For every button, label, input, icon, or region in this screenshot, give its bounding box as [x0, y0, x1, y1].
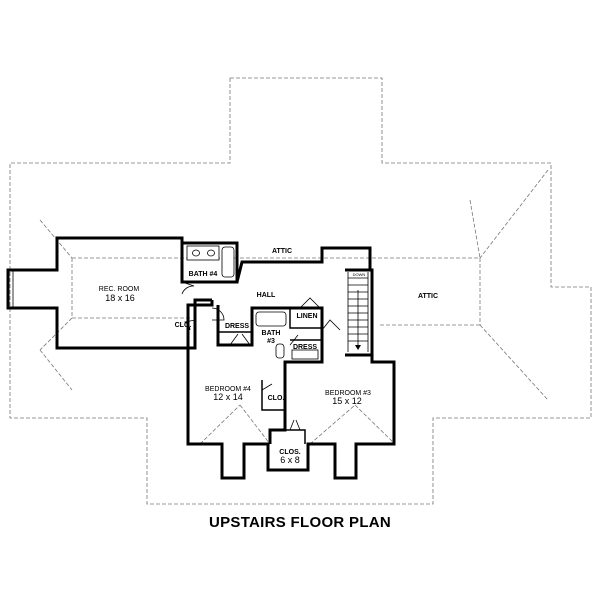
rec-room-label: REC. ROOM — [99, 286, 140, 293]
rec-room-size: 18 x 16 — [105, 293, 135, 303]
door-swings — [181, 281, 341, 431]
bath4-vanity — [186, 245, 220, 261]
bath3-label: BATH — [262, 330, 281, 337]
rec-room-bay-window — [7, 269, 14, 309]
stair-arrow-icon — [355, 345, 361, 350]
bedroom-block-walls — [186, 300, 396, 480]
roof-lines — [39, 169, 549, 445]
bath3-toilet — [275, 343, 285, 359]
stair-label: DOWN — [353, 272, 366, 277]
attic-top-label: ATTIC — [272, 248, 292, 255]
bath4-tub — [221, 246, 235, 278]
bedroom4-label: BEDROOM #4 — [205, 386, 251, 393]
linen-label: LINEN — [297, 313, 318, 320]
closet-size: 6 x 8 — [280, 455, 300, 465]
bath3-tub — [255, 311, 287, 327]
bath4-sink-left — [192, 249, 200, 257]
roof-outline — [9, 77, 592, 505]
bedroom4-size: 12 x 14 — [213, 392, 243, 402]
bath3-number: #3 — [267, 338, 275, 345]
bath3-sink — [291, 349, 319, 360]
hall-wall — [193, 298, 212, 320]
clo-bed4-label: CLO. — [268, 395, 285, 402]
attic-right-label: ATTIC — [418, 293, 438, 300]
bedroom3-label: BEDROOM #3 — [325, 390, 371, 397]
dress-left-label: DRESS — [225, 323, 249, 330]
linen-walls — [289, 308, 322, 341]
clo-rec-label: CLO. — [175, 322, 192, 329]
bath4-label: BATH #4 — [189, 271, 218, 278]
plan-title: UPSTAIRS FLOOR PLAN — [209, 514, 391, 531]
bath4-sink-right — [207, 249, 215, 257]
bedroom3-size: 15 x 12 — [332, 396, 362, 406]
rec-room-walls — [6, 236, 197, 350]
dress-right-label: DRESS — [293, 344, 317, 351]
staircase — [345, 268, 374, 357]
attic-knee-wall-top — [235, 246, 372, 283]
closet-walls — [270, 429, 306, 444]
hall-label: HALL — [257, 292, 276, 299]
closet-label: CLOS. — [279, 449, 300, 456]
